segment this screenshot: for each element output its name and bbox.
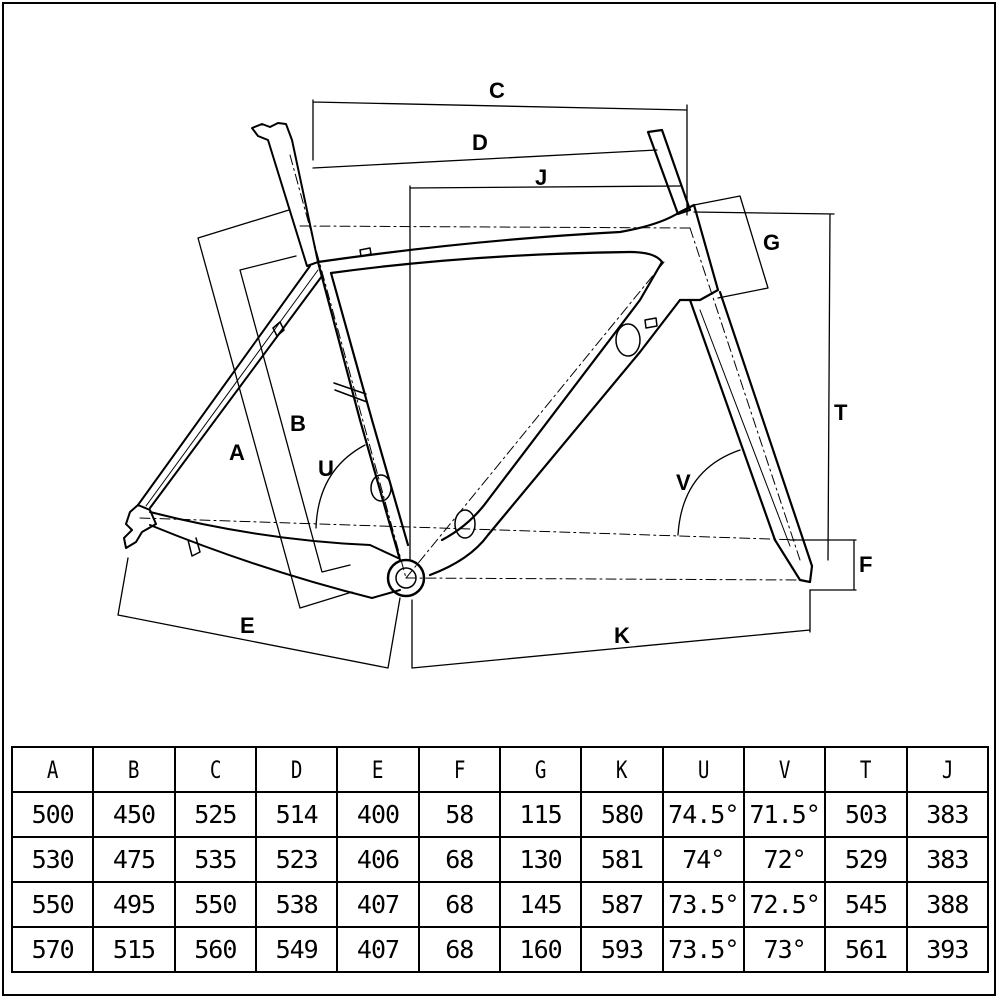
table-cell: 529 <box>824 836 908 883</box>
label-b: B <box>290 411 306 436</box>
header-b: B <box>100 746 168 793</box>
header-c: C <box>181 746 249 793</box>
table-cell: 407 <box>336 881 420 928</box>
top-tube <box>316 210 682 275</box>
label-u: U <box>318 456 334 481</box>
table-cell: 58 <box>417 791 501 838</box>
label-k: K <box>614 623 630 648</box>
header-e: E <box>344 746 412 793</box>
down-tube <box>428 260 682 577</box>
angle-arcs <box>315 444 741 536</box>
table-cell: 450 <box>92 791 176 838</box>
table-cell: 523 <box>254 836 339 883</box>
label-f: F <box>859 552 872 577</box>
table-cell: 73.5° <box>661 926 745 973</box>
table-row: 500 450 525 514 400 58 115 580 74.5° 71.… <box>10 791 990 838</box>
table-cell: 561 <box>824 926 908 973</box>
table-cell: 383 <box>905 791 990 838</box>
centerlines <box>139 154 801 581</box>
table-cell: 68 <box>417 881 501 928</box>
label-d: D <box>472 130 488 155</box>
table-cell: 545 <box>824 881 908 928</box>
table-cell: 145 <box>498 881 583 928</box>
table-cell: 72.5° <box>742 881 827 928</box>
table-cell: 525 <box>173 791 257 838</box>
table-cell: 388 <box>905 881 990 928</box>
chain-stays <box>149 511 401 599</box>
table-cell: 549 <box>254 926 339 973</box>
label-a: A <box>229 440 245 465</box>
head-tube <box>646 128 720 302</box>
seat-stays <box>137 265 323 509</box>
table-cell: 570 <box>10 926 95 973</box>
table-cell: 68 <box>417 836 501 883</box>
table-cell: 74.5° <box>661 791 745 838</box>
table-cell: 500 <box>10 791 95 838</box>
table-cell: 393 <box>905 926 990 973</box>
table-row: 530 475 535 523 406 68 130 581 74° 72° 5… <box>10 836 990 883</box>
table-cell: 73.5° <box>661 881 745 928</box>
header-a: A <box>19 746 86 793</box>
label-e: E <box>240 613 255 638</box>
table-cell: 495 <box>92 881 176 928</box>
seat-tube <box>316 260 410 562</box>
table-header-row: A B C D E F G K U V T J <box>12 746 988 793</box>
dimension-lines <box>117 99 857 669</box>
label-t: T <box>834 400 848 425</box>
table-cell: 406 <box>336 836 420 883</box>
table-cell: 115 <box>498 791 583 838</box>
table-cell: 550 <box>10 881 95 928</box>
fork <box>688 290 814 584</box>
label-j: J <box>535 165 547 190</box>
header-u: U <box>669 746 737 793</box>
label-c: C <box>489 78 505 103</box>
table-cell: 538 <box>254 881 339 928</box>
table-cell: 71.5° <box>742 791 827 838</box>
table-cell: 514 <box>254 791 339 838</box>
label-v: V <box>676 470 691 495</box>
header-f: F <box>425 746 493 793</box>
table-cell: 530 <box>10 836 95 883</box>
header-g: G <box>507 746 574 793</box>
table-cell: 73° <box>742 926 827 973</box>
header-v: V <box>751 746 818 793</box>
table-row: 550 495 550 538 407 68 145 587 73.5° 72.… <box>10 881 990 928</box>
table-cell: 400 <box>336 791 420 838</box>
frame-details <box>272 247 658 539</box>
table-row: 570 515 560 549 407 68 160 593 73.5° 73°… <box>10 926 990 973</box>
table-cell: 535 <box>173 836 257 883</box>
table-cell: 560 <box>173 926 257 973</box>
table-cell: 503 <box>824 791 908 838</box>
header-k: K <box>588 746 656 793</box>
table-cell: 593 <box>580 926 664 973</box>
header-d: D <box>263 746 330 793</box>
frame-geometry-diagram: C D J G T B A U V F E K <box>117 78 872 669</box>
table-cell: 130 <box>498 836 583 883</box>
geometry-table: A B C D E F G K U V T J 500 450 525 514 … <box>10 746 990 973</box>
table-cell: 515 <box>92 926 176 973</box>
seatpost <box>251 122 319 267</box>
table-cell: 68 <box>417 926 501 973</box>
header-j: J <box>913 746 981 793</box>
table-cell: 383 <box>905 836 990 883</box>
table-cell: 160 <box>498 926 583 973</box>
header-t: T <box>832 746 900 793</box>
rear-dropout <box>123 504 157 549</box>
label-g: G <box>763 230 780 255</box>
table-cell: 407 <box>336 926 420 973</box>
table-cell: 581 <box>580 836 664 883</box>
table-cell: 74° <box>661 836 745 883</box>
table-cell: 550 <box>173 881 257 928</box>
table-cell: 475 <box>92 836 176 883</box>
table-cell: 72° <box>742 836 827 883</box>
table-cell: 587 <box>580 881 664 928</box>
table-cell: 580 <box>580 791 664 838</box>
